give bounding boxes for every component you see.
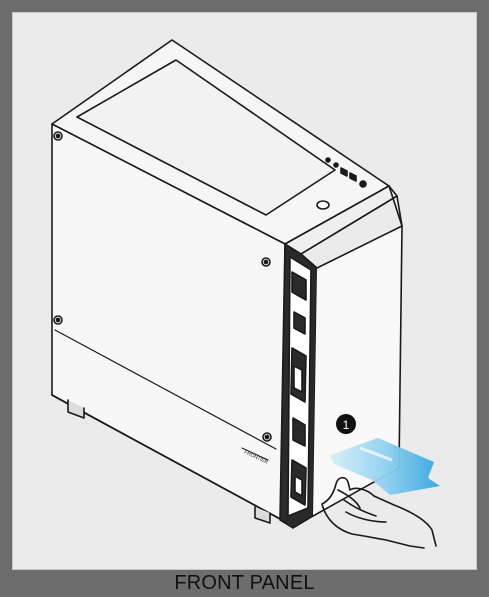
pull-direction-arrow-icon xyxy=(330,438,440,495)
hand-icon xyxy=(321,476,437,549)
case-illustration: FRONTIER 1 xyxy=(51,39,440,549)
step-badge-icon xyxy=(336,414,356,434)
step-number: 1 xyxy=(343,418,350,432)
figure-caption: FRONT PANEL xyxy=(0,570,489,597)
figure-border xyxy=(12,12,477,570)
